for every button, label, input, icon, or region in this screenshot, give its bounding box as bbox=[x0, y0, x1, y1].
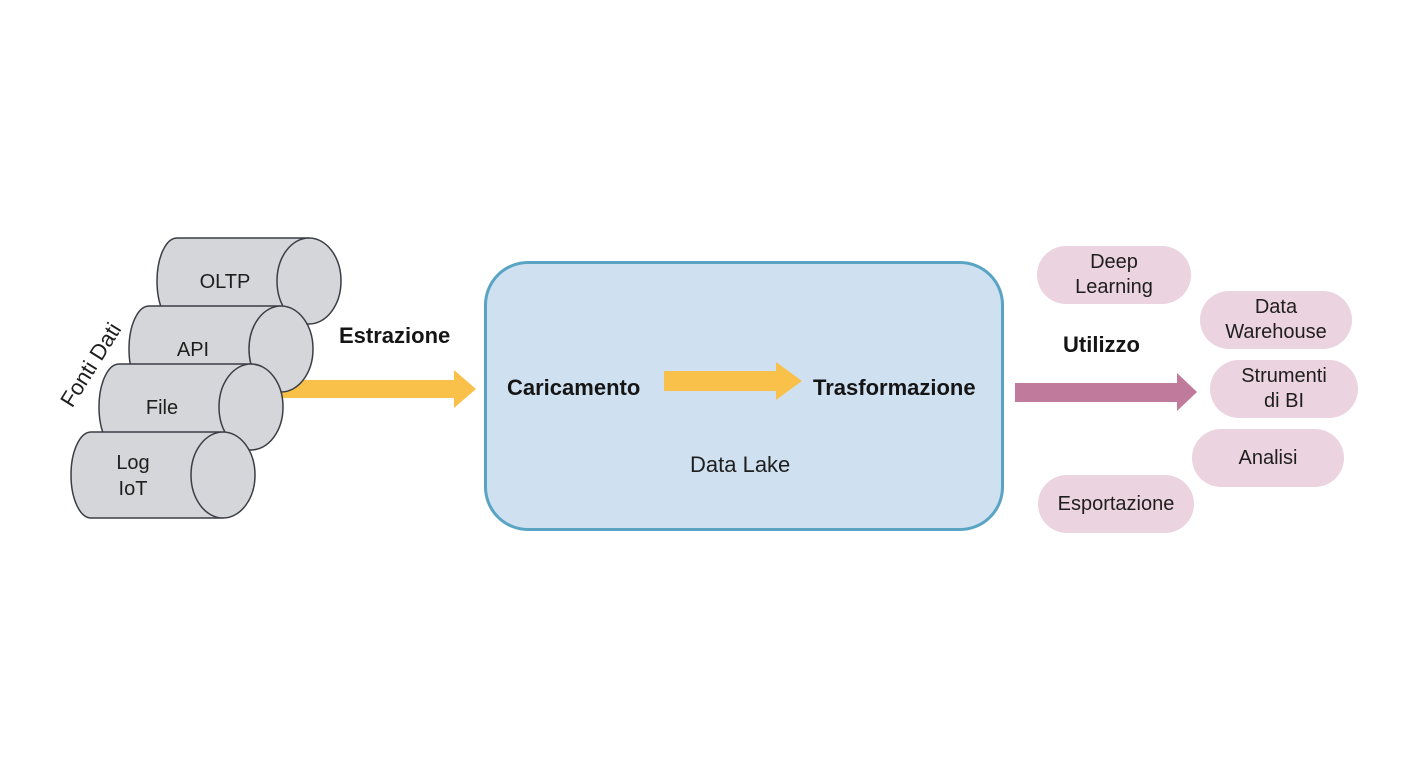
destination-bi-tools-line1: Strumenti bbox=[1241, 365, 1327, 387]
load-to-transform-arrow bbox=[664, 362, 802, 400]
source-label-iot: IoT bbox=[118, 478, 148, 500]
destination-data-warehouse-line1: Data bbox=[1254, 296, 1298, 318]
destination-deep-learning-line1: Deep bbox=[1090, 251, 1138, 273]
destination-deep-learning: Deep Learning bbox=[1037, 246, 1191, 304]
cylinder-oltp bbox=[156, 237, 342, 325]
source-label-oltp: OLTP bbox=[199, 271, 251, 293]
destination-data-warehouse: Data Warehouse bbox=[1200, 291, 1352, 349]
destination-bi-tools: Strumenti di BI bbox=[1210, 360, 1358, 418]
destination-esportazione: Esportazione bbox=[1038, 475, 1194, 533]
source-label-log: Log bbox=[116, 452, 150, 474]
destination-analisi: Analisi bbox=[1192, 429, 1344, 487]
data-lake-name: Data Lake bbox=[690, 452, 791, 477]
extraction-label: Estrazione bbox=[339, 323, 451, 348]
source-label-log-iot: Log IoT bbox=[88, 450, 178, 502]
destination-deep-learning-line2: Learning bbox=[1075, 276, 1153, 298]
data-lake-box bbox=[484, 261, 1004, 531]
source-label-file: File bbox=[145, 397, 179, 419]
load-label: Caricamento bbox=[507, 375, 641, 400]
usage-arrow bbox=[1015, 373, 1197, 411]
usage-label: Utilizzo bbox=[1063, 332, 1140, 357]
destination-bi-tools-line2: di BI bbox=[1263, 390, 1305, 412]
destination-data-warehouse-line2: Warehouse bbox=[1225, 321, 1327, 343]
cylinder-log-iot bbox=[70, 431, 256, 519]
transform-label: Trasformazione bbox=[813, 375, 976, 400]
extraction-arrow bbox=[270, 370, 476, 408]
source-label-api: API bbox=[176, 339, 210, 361]
